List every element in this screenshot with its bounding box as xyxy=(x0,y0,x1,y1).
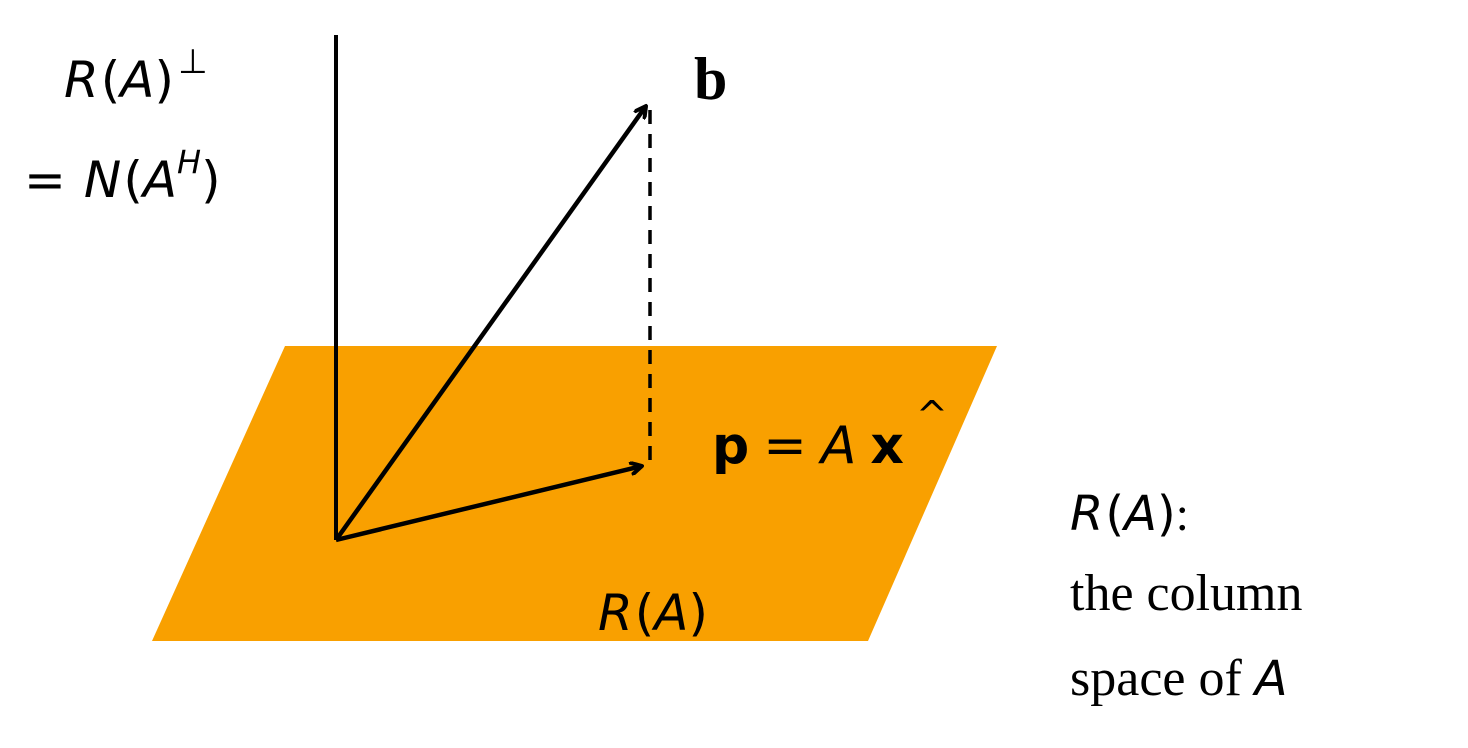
perp-label: R(A)⊥ xyxy=(64,42,208,109)
column-space-plane xyxy=(152,346,997,641)
note-line-2: the column xyxy=(1070,565,1303,622)
vector-p-arrow xyxy=(335,466,642,543)
note-line-3: space of A xyxy=(1070,650,1288,707)
vector-b-label: b xyxy=(694,46,727,112)
null-space-label: =N(AH) xyxy=(24,143,221,209)
note-line-1: R(A): xyxy=(1070,486,1189,542)
vector-b-arrow xyxy=(334,106,646,542)
x-hat-accent: ^ xyxy=(916,393,948,437)
plane-label: R(A) xyxy=(598,584,708,642)
